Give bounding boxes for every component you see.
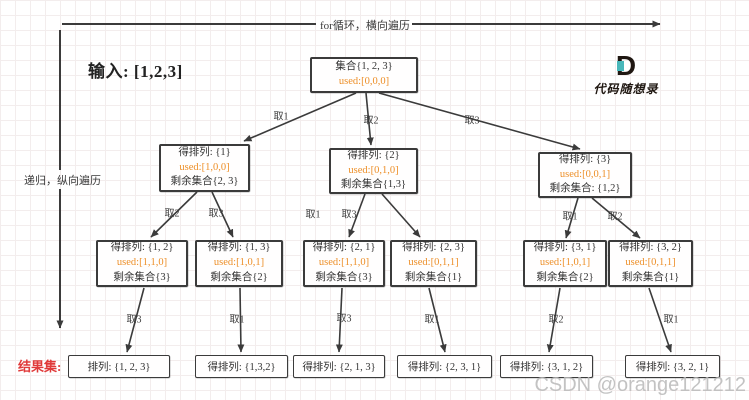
node-used-line: used:[1,0,1] [539, 257, 591, 269]
logo-text: 代码随想录 [593, 82, 659, 96]
node-line: 剩余集合{1,3} [340, 179, 407, 191]
node-used-line: used:[0,0,1] [559, 168, 611, 180]
result-node-321: 得排列: {3, 2, 1} [625, 355, 720, 378]
tree-node-perm-12: 得排列: {1, 2} used:[1,1,0] 剩余集合{3} [96, 240, 188, 287]
edge-label: 取2 [164, 208, 180, 220]
node-line: 得排列: {1, 3} [207, 242, 271, 254]
node-line: 得排列: {2} [347, 149, 400, 161]
node-line: 得排列: {3} [558, 153, 612, 165]
node-line: 得排列: {1, 2} [110, 242, 174, 254]
node-line: 剩余集合{2} [210, 271, 268, 283]
node-used-line: used:[1,0,0] [179, 161, 230, 173]
logo-d-icon: D [615, 50, 637, 81]
result-node-312: 得排列: {3, 1, 2} [500, 355, 593, 378]
node-line: 剩余集合{1} [404, 271, 463, 283]
node-line: 剩余集合: {1,2} [549, 183, 621, 195]
node-line: 集合{1, 2, 3} [335, 61, 393, 73]
edge-label: 取3 [341, 209, 357, 221]
node-used-line: used:[1,1,0] [318, 257, 370, 269]
node-used-line: used:[0,1,0] [348, 164, 399, 176]
result-node-213: 得排列: {2, 1, 3} [293, 355, 385, 378]
edge-label: 取1 [663, 314, 679, 326]
site-logo: D 代码随想录 [586, 52, 666, 97]
edge-label: 取2 [363, 115, 379, 127]
tree-node-perm-1: 得排列: {1} used:[1,0,0] 剩余集合{2, 3} [159, 144, 250, 192]
edge-label: 取3 [126, 314, 142, 326]
node-line: 得排列: {2, 3} [402, 242, 465, 254]
tree-branch-edges [125, 92, 672, 353]
node-used-line: used:[0,1,1] [408, 257, 459, 269]
node-line: 得排列: {3, 2} [619, 242, 682, 254]
node-line: 剩余集合{1} [621, 271, 680, 283]
node-line: 剩余集合{3} [315, 271, 373, 283]
edge-label: 取2 [607, 211, 623, 223]
result-set-label: 结果集: [18, 359, 62, 374]
node-used-line: used:[1,0,1] [213, 257, 265, 269]
edge-label: 取2 [548, 314, 564, 326]
edge-label: 取1 [424, 314, 440, 326]
node-line: 得排列: {1} [178, 146, 231, 158]
edge-label: 取1 [273, 111, 289, 123]
node-line: 得排列: {2, 1} [312, 242, 376, 254]
edge-label: 取3 [464, 115, 480, 127]
csdn-watermark: CSDN @orange121212 [534, 374, 746, 396]
input-label: 输入: [1,2,3] [88, 62, 183, 81]
recursion-axis-label: 递归，纵向遍历 [24, 175, 101, 187]
tree-node-root: 集合{1, 2, 3} used:[0,0,0] [310, 57, 418, 93]
edge-label: 取1 [562, 211, 578, 223]
node-line: 剩余集合{2} [536, 271, 594, 283]
result-node-231: 得排列: {2, 3, 1} [397, 355, 492, 378]
edge-label: 取1 [229, 314, 245, 326]
node-used-line: used:[0,0,0] [338, 76, 390, 87]
node-used-line: used:[1,1,0] [116, 257, 168, 269]
tree-node-perm-2: 得排列: {2} used:[0,1,0] 剩余集合{1,3} [329, 148, 418, 194]
tree-node-perm-31: 得排列: {3, 1} used:[1,0,1] 剩余集合{2} [523, 240, 607, 287]
edge-label: 取3 [336, 313, 352, 325]
tree-node-perm-3: 得排列: {3} used:[0,0,1] 剩余集合: {1,2} [538, 152, 632, 198]
result-node-132: 得排列: {1,3,2} [195, 355, 288, 378]
logo-teal-notch [616, 61, 624, 71]
tree-node-perm-13: 得排列: {1, 3} used:[1,0,1] 剩余集合{2} [195, 240, 283, 287]
node-used-line: used:[0,1,1] [625, 257, 676, 269]
tree-node-perm-32: 得排列: {3, 2} used:[0,1,1] 剩余集合{1} [608, 240, 693, 287]
edge-label: 取3 [208, 208, 224, 220]
tree-node-perm-21: 得排列: {2, 1} used:[1,1,0] 剩余集合{3} [303, 240, 385, 287]
result-node-123: 排列: {1, 2, 3} [68, 355, 170, 378]
node-line: 剩余集合{3} [113, 271, 171, 283]
edge-label: 取1 [305, 209, 321, 221]
for-loop-axis-label: for循环，横向遍历 [320, 20, 410, 32]
node-line: 得排列: {3, 1} [533, 242, 597, 254]
tree-node-perm-23: 得排列: {2, 3} used:[0,1,1] 剩余集合{1} [390, 240, 477, 287]
node-line: 剩余集合{2, 3} [170, 176, 239, 188]
